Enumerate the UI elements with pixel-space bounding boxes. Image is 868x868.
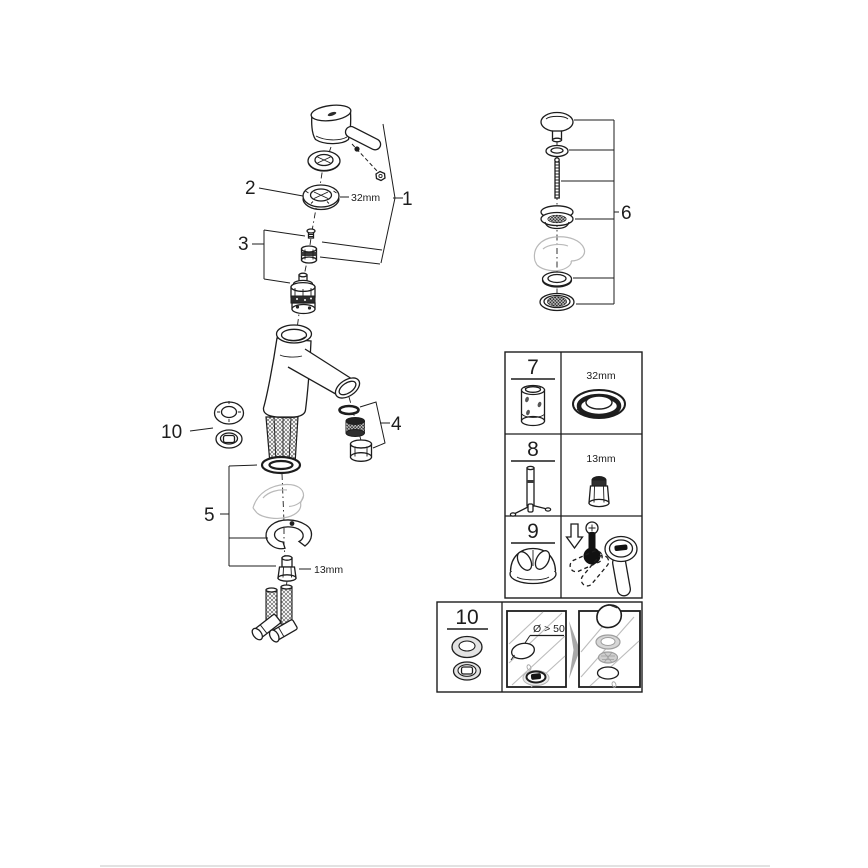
install-row-number: 10	[455, 606, 478, 629]
arrow-right-icon	[569, 621, 580, 679]
callout-6: 6	[561, 119, 632, 305]
callout-4: 4	[359, 401, 402, 449]
o-ring	[260, 455, 302, 475]
dim-13mm-label: 13mm	[314, 564, 343, 576]
tool-row9-number: 9	[527, 520, 539, 543]
callout-1: 1	[319, 123, 413, 265]
down-arrow-icon	[565, 523, 584, 550]
popup-strainer	[539, 292, 575, 312]
tool-row8-number: 8	[527, 438, 539, 461]
tools-table: 7 32mm 8	[504, 351, 643, 599]
mounting-nut-13mm	[277, 555, 297, 582]
dim-32mm: 32mm	[340, 192, 380, 204]
hex-mounting-nut-icon	[588, 476, 610, 508]
cartridge-socket-tool-icon	[520, 384, 546, 427]
popup-seal-ring	[541, 271, 573, 288]
callout-5-label: 5	[204, 505, 215, 526]
retaining-ring	[307, 150, 341, 172]
handle-lever-assembly	[310, 104, 382, 151]
mounting-rod-wrench-icon	[509, 465, 552, 517]
trim-ring-top	[213, 401, 245, 425]
popup-seal-small	[545, 144, 569, 158]
cap-nut-ring-icon	[572, 389, 626, 419]
callout-10: 10	[161, 422, 214, 443]
drain-exploded-view: 6	[533, 111, 632, 312]
tool-row8-size-label: 13mm	[586, 453, 615, 465]
callout-4-label: 4	[391, 414, 402, 435]
popup-rod	[554, 157, 560, 199]
aerator-mesh	[345, 417, 365, 437]
popup-body-ghost	[533, 236, 586, 272]
supply-hoses	[251, 584, 298, 643]
lever-handle-icon	[569, 535, 638, 597]
callout-2-label: 2	[245, 178, 256, 199]
faucet-exploded-view: 2 32mm 1	[161, 104, 413, 643]
popup-knob-sketch	[596, 604, 623, 629]
tool-row7-number: 7	[527, 356, 539, 379]
aerator-housing	[349, 439, 373, 462]
centerline-lower	[281, 473, 288, 590]
callout-3-label: 3	[238, 234, 249, 255]
cap-nut-32mm	[302, 184, 340, 211]
trim-rings-icon	[451, 635, 483, 681]
hole-diameter-label: Ø > 50	[533, 623, 565, 635]
handle-slot	[327, 111, 337, 117]
faucet-body	[262, 324, 361, 419]
dim-13mm: 13mm	[299, 564, 343, 576]
handle-set-screw	[351, 143, 386, 182]
sink-hole-panel: Ø > 50	[506, 610, 567, 688]
mounting-base-ghost	[252, 483, 305, 519]
callout-6-label: 6	[621, 203, 632, 224]
cartridge-bushing	[300, 245, 318, 264]
callout-1-label: 1	[402, 189, 413, 210]
ceramic-cartridge	[290, 272, 316, 315]
horseshoe-washer	[265, 519, 313, 550]
callout-10-label: 10	[161, 422, 182, 443]
popup-knob	[540, 111, 574, 143]
drain-parts-panel	[578, 604, 641, 688]
trim-ring-bottom	[215, 429, 243, 449]
callout-2: 2	[245, 178, 304, 199]
cartridge-screw	[306, 228, 316, 239]
tool-row7-size-label: 32mm	[586, 370, 615, 382]
callout-5: 5	[204, 464, 276, 567]
callout-3: 3	[238, 229, 306, 284]
dome-mounting-base-icon	[509, 547, 557, 585]
install-table: 10 Ø > 50	[436, 601, 643, 693]
popup-flange	[540, 205, 574, 230]
dim-32mm-label: 32mm	[351, 192, 380, 204]
aerator-assembly	[338, 396, 373, 462]
